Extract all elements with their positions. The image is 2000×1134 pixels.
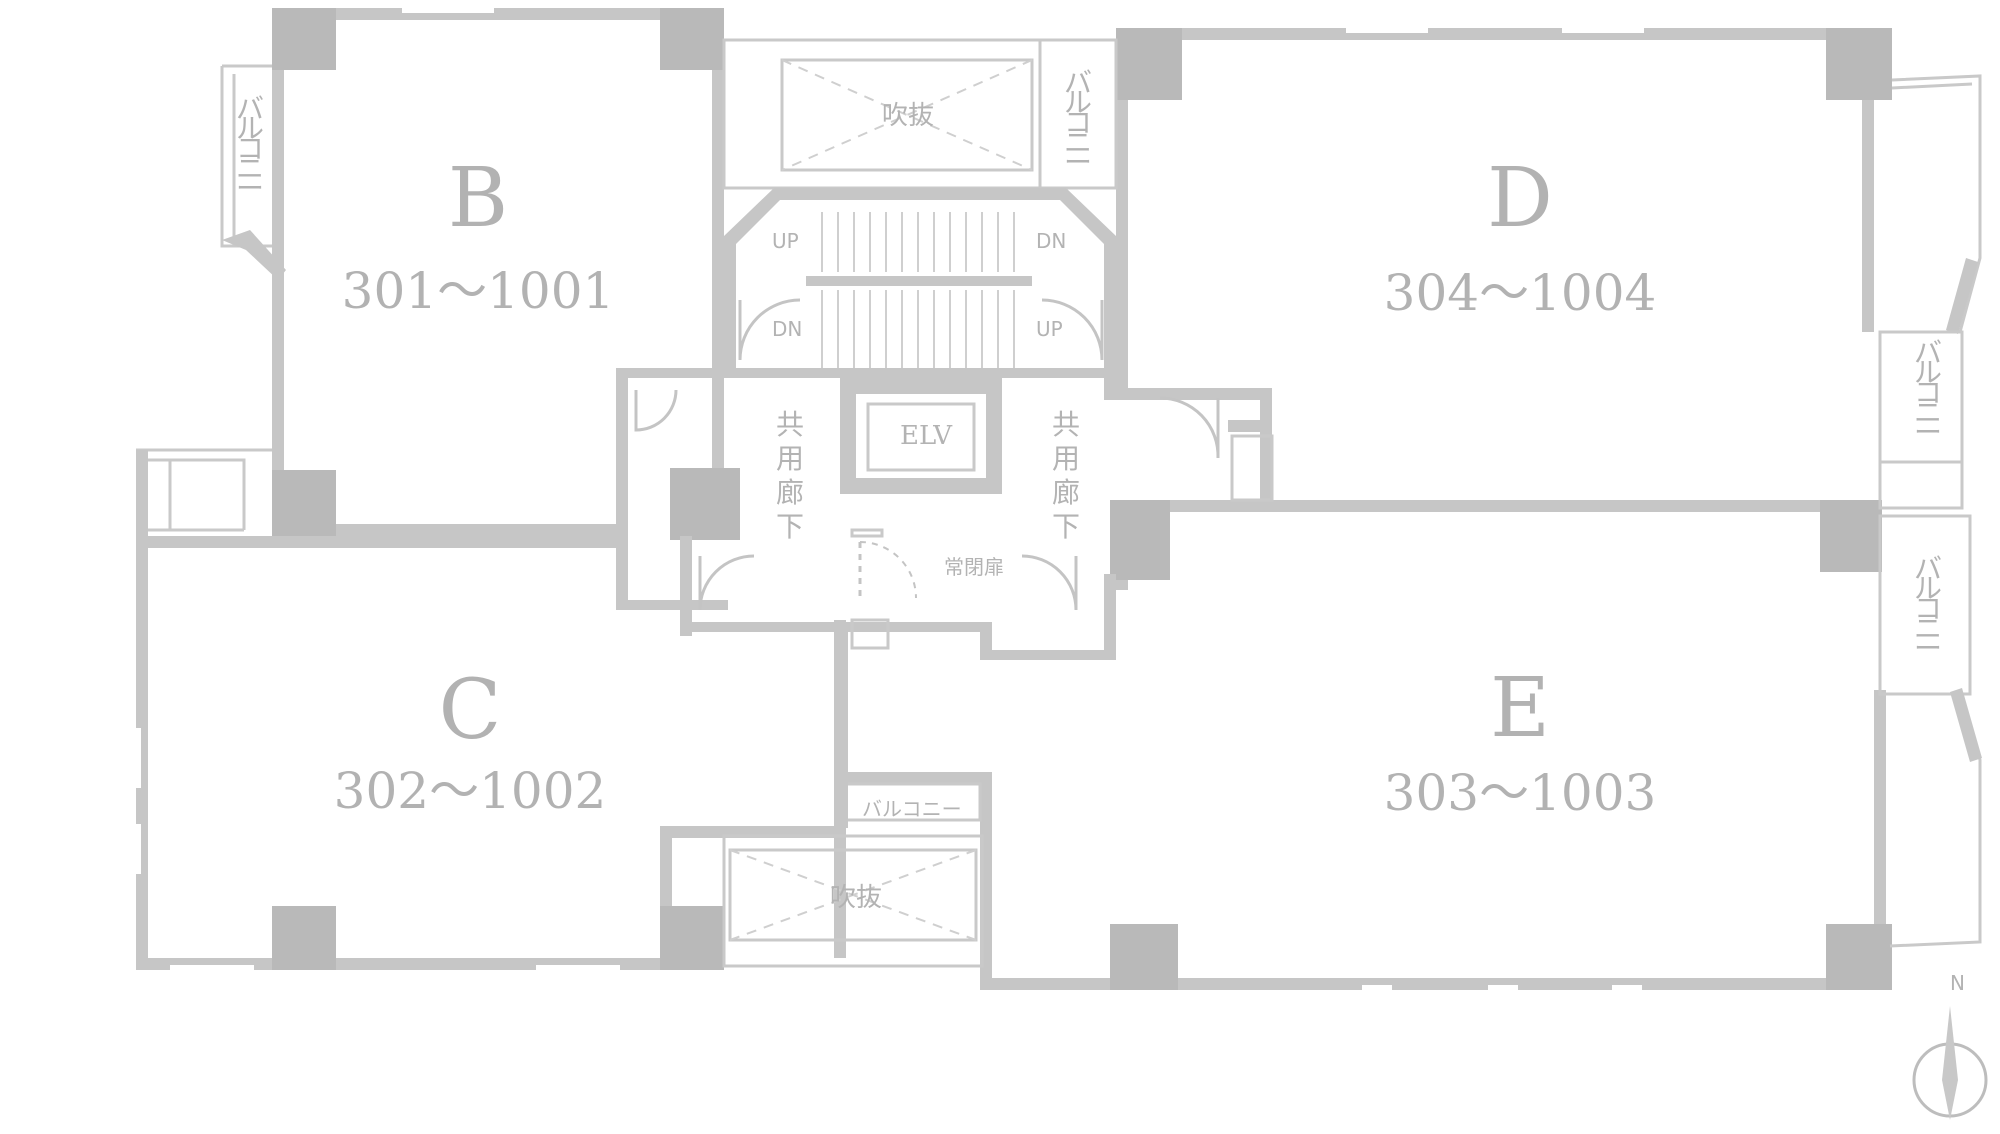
corridor-label-west-glyph: 用 [776, 442, 804, 475]
stair-down-label-2: DN [772, 317, 802, 341]
corridor-label-west-glyph: 下 [776, 510, 804, 543]
unit-e [844, 500, 1982, 990]
balcony-label-east-2: バルコニー [1914, 552, 1942, 665]
elevator-label: ELV [900, 421, 953, 451]
void-label-top: 吹抜 [882, 101, 934, 131]
balcony-label-east-2-glyph: コ [1914, 592, 1942, 625]
stair-down-label-1: DN [1036, 229, 1066, 253]
balcony-label-core-glyph: バ [1064, 66, 1092, 99]
corridor-label-east-glyph: 下 [1052, 510, 1080, 543]
unit-c-letter: C [439, 663, 502, 758]
unit-c-range: 302〜1002 [334, 762, 607, 820]
corridor-label-east-glyph: 廊 [1052, 476, 1080, 509]
balcony-label-east-1-glyph: ニ [1914, 396, 1942, 429]
stair-up-label-2: UP [1036, 317, 1063, 341]
balcony-label-east-1-glyph: コ [1914, 376, 1942, 409]
balcony-label-west-glyph: コ [236, 132, 264, 165]
unit-b-letter: B [448, 151, 508, 246]
balcony-label-core-glyph: コ [1064, 106, 1092, 139]
closed-door-label: 常閉扉 [944, 555, 1004, 579]
stair-up-label-1: UP [772, 229, 799, 253]
balcony-label-east-2-glyph: ニ [1914, 612, 1942, 645]
unit-e-range: 303〜1003 [1384, 764, 1657, 822]
corridor-label-east-glyph: 共 [1052, 408, 1080, 441]
balcony-label-core-glyph: ー [1064, 146, 1092, 179]
corridor-label-west-glyph: 廊 [776, 476, 804, 509]
balcony-label-west-glyph: ル [236, 112, 264, 145]
corridor-label-east-glyph: 用 [1052, 442, 1080, 475]
balcony-label-west-glyph: バ [236, 92, 264, 125]
balcony-label-east-2-glyph: ー [1914, 632, 1942, 665]
unit-d-range: 304〜1004 [1384, 264, 1657, 322]
balcony-label-east-1-glyph: バ [1914, 336, 1942, 369]
balcony-label-horizontal: バルコニー [862, 797, 962, 821]
corridor-label-west-glyph: 共 [776, 408, 804, 441]
unit-e-letter: E [1490, 661, 1550, 756]
balcony-label-core-glyph: ニ [1064, 126, 1092, 159]
balcony-label-west: バルコニー [236, 92, 264, 205]
balcony-label-east-1: バルコニー [1914, 336, 1942, 449]
unit-b-range: 301〜1001 [342, 262, 615, 320]
balcony-label-east-2-glyph: バ [1914, 552, 1942, 585]
balcony-label-east-1-glyph: ル [1914, 356, 1942, 389]
unit-d-letter: D [1487, 151, 1553, 246]
balcony-label-west-glyph: ニ [236, 152, 264, 185]
balcony-label-core-glyph: ル [1064, 86, 1092, 119]
balcony-label-east-2-glyph: ル [1914, 572, 1942, 605]
core [616, 38, 1274, 968]
balcony-label-east-1-glyph: ー [1914, 416, 1942, 449]
void-label-bottom: 吹抜 [830, 883, 882, 913]
north-label: N [1950, 971, 1965, 995]
unit-d [1116, 28, 1982, 572]
text-layer: B 301〜1001 D 304〜1004 C 302〜1002 E 303〜1… [236, 66, 1965, 995]
balcony-label-west-glyph: ー [236, 172, 264, 205]
unit-b [220, 8, 724, 536]
balcony-label-core: バルコニー [1064, 66, 1092, 179]
north-arrow-icon [1912, 1006, 1988, 1120]
